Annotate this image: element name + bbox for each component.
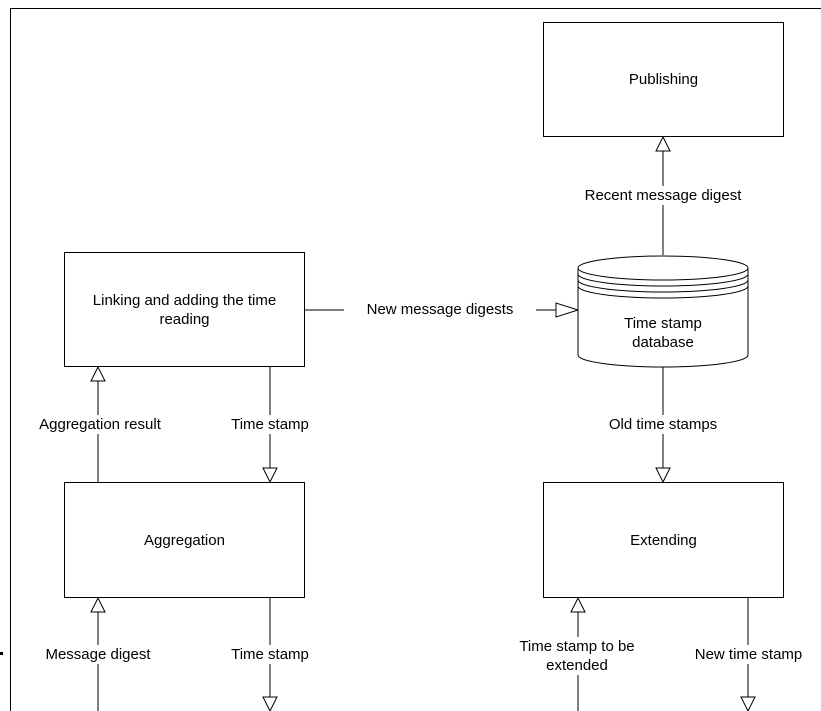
edge-label-recent-digest: Recent message digest <box>558 186 768 205</box>
diagram-frame <box>10 8 821 711</box>
edge-label-new-time-stamp: New time stamp <box>676 645 821 664</box>
edge-label-message-digest: Message digest <box>28 645 168 664</box>
margin-mark <box>0 652 3 655</box>
arrowhead-down <box>262 467 278 484</box>
node-publishing[interactable]: Publishing <box>543 22 784 137</box>
node-extending[interactable]: Extending <box>543 482 784 598</box>
edge-label-aggregation-result: Aggregation result <box>20 415 180 434</box>
node-linking[interactable]: Linking and adding the time reading <box>64 252 305 367</box>
node-aggregation-label: Aggregation <box>144 531 225 549</box>
node-linking-label: Linking and adding the time reading <box>92 291 277 328</box>
arrowhead-up <box>655 135 671 152</box>
arrowhead-down <box>262 696 278 711</box>
node-extending-label: Extending <box>630 531 697 549</box>
node-publishing-label: Publishing <box>628 71 699 88</box>
arrowhead-up <box>90 596 106 613</box>
arrowhead-up <box>570 596 586 613</box>
edge-label-time-stamp-2: Time stamp <box>214 645 326 664</box>
arrowhead-right <box>555 302 580 318</box>
arrowhead-down <box>740 696 756 711</box>
node-aggregation[interactable]: Aggregation <box>64 482 305 598</box>
node-database-label: Time stamp database <box>624 315 702 351</box>
arrowhead-up <box>90 365 106 382</box>
database-cylinder <box>577 255 749 368</box>
edge-label-to-be-extended: Time stamp to be extended <box>512 637 642 675</box>
edge-label-new-digests: New message digests <box>344 300 536 319</box>
arrowhead-down <box>655 467 671 484</box>
edge-label-old-time-stamps: Old time stamps <box>588 415 738 434</box>
edge-label-time-stamp-1: Time stamp <box>214 415 326 434</box>
